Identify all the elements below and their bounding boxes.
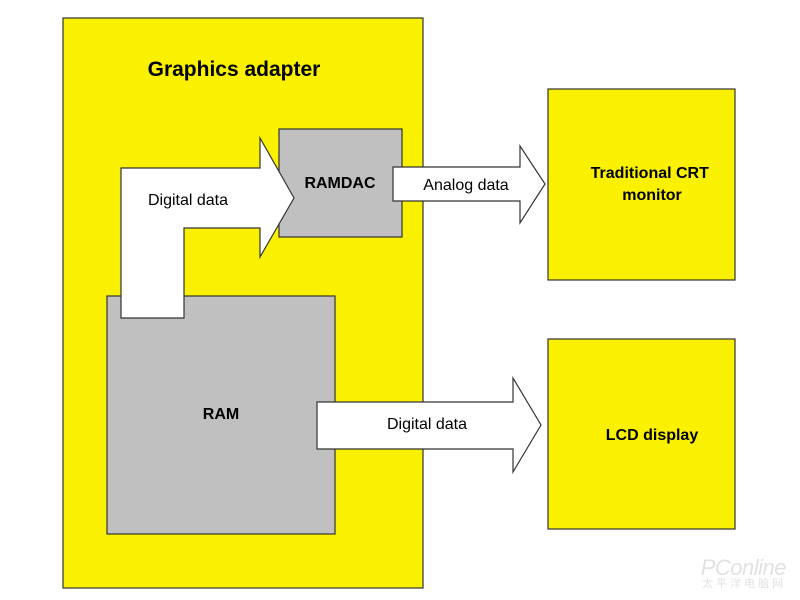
arrow-ramdac-to-crt	[392, 143, 546, 226]
ram-label: RAM	[203, 406, 239, 423]
crt-monitor-label-line1: Traditional CRT	[591, 165, 709, 182]
arrow-label-ramdac-to-crt: Analog data	[423, 177, 509, 194]
lcd-display-label: LCD display	[606, 427, 699, 444]
arrow-ram-to-lcd	[316, 375, 542, 475]
graphics-adapter-title: Graphics adapter	[148, 58, 321, 81]
crt-monitor-label-line2: monitor	[622, 187, 682, 204]
arrow-ram-to-ramdac	[120, 135, 295, 319]
ramdac-label: RAMDAC	[304, 175, 376, 192]
ramdac-chip	[278, 128, 403, 238]
lcd-display-box	[547, 338, 736, 530]
crt-monitor-label: Traditional CRT monitor	[591, 165, 714, 204]
crt-monitor-box	[547, 88, 736, 281]
arrow-label-ram-to-ramdac: Digital data	[148, 192, 228, 209]
arrow-label-ram-to-lcd: Digital data	[387, 416, 467, 433]
ram-chip	[106, 295, 336, 535]
